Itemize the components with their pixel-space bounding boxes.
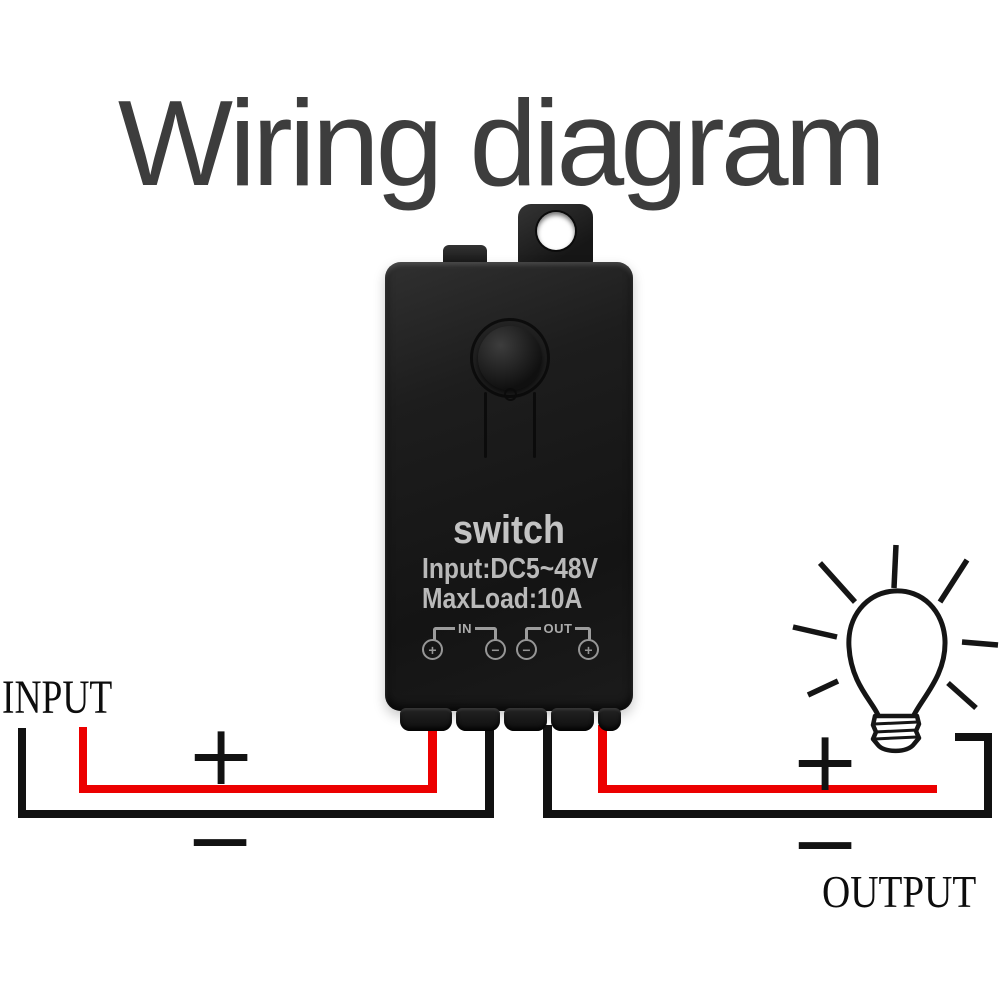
light-rays <box>792 544 999 711</box>
bulb-threads <box>873 720 919 741</box>
wire-output-positive-horizontal <box>598 785 937 793</box>
screw-in-negative: − <box>485 639 506 660</box>
bracket-line <box>433 627 455 641</box>
input-label: INPUT <box>2 671 113 724</box>
out-terminal-bracket: OUT <box>525 622 592 642</box>
terminal-block <box>400 708 452 731</box>
bulb-glass <box>846 588 948 717</box>
wire-output-negative-riser <box>984 733 992 818</box>
round-push-button <box>478 326 542 390</box>
wire-input-negative-stub <box>485 725 494 818</box>
terminal-block <box>456 708 500 731</box>
wire-input-negative-horizontal <box>18 810 494 818</box>
top-connector-nub <box>443 245 487 265</box>
groove-line-left <box>484 392 487 458</box>
module-input-spec: Input:DC5~48V <box>422 553 599 585</box>
output-label: OUTPUT <box>822 866 977 917</box>
wire-input-positive-horizontal <box>79 785 437 793</box>
wire-output-negative-horizontal <box>543 810 992 818</box>
bracket-line <box>475 627 497 641</box>
screw-out-negative: − <box>516 639 537 660</box>
mounting-hole <box>537 212 575 250</box>
wire-output-positive-stub <box>598 725 607 793</box>
module-name-label: switch <box>452 508 566 552</box>
wire-input-negative-end <box>18 728 26 818</box>
output-minus-sign: − <box>789 794 861 892</box>
terminal-block <box>551 708 594 731</box>
screw-out-positive: + <box>578 639 599 660</box>
diagram-title: Wiring diagram <box>117 75 886 211</box>
wire-output-negative-hook <box>955 733 992 741</box>
terminal-block <box>504 708 547 731</box>
input-plus-sign: + <box>185 706 257 804</box>
in-label: IN <box>458 621 472 636</box>
wire-output-negative-stub <box>543 725 552 818</box>
input-minus-sign: − <box>184 791 256 889</box>
bracket-line <box>525 627 541 641</box>
screw-in-positive: + <box>422 639 443 660</box>
out-label: OUT <box>543 621 573 636</box>
groove-line-right <box>533 392 536 458</box>
bracket-line <box>575 627 592 641</box>
wire-input-positive-stub <box>428 725 437 793</box>
light-bulb-icon <box>792 544 999 754</box>
wire-input-positive-end <box>79 727 87 793</box>
module-maxload-spec: MaxLoad:10A <box>422 583 583 615</box>
in-terminal-bracket: IN <box>433 622 497 642</box>
switch-module: switch Input:DC5~48V MaxLoad:10A IN OUT … <box>385 262 633 711</box>
terminal-block <box>598 708 621 731</box>
led-dot <box>504 388 517 401</box>
output-plus-sign: + <box>789 712 861 810</box>
